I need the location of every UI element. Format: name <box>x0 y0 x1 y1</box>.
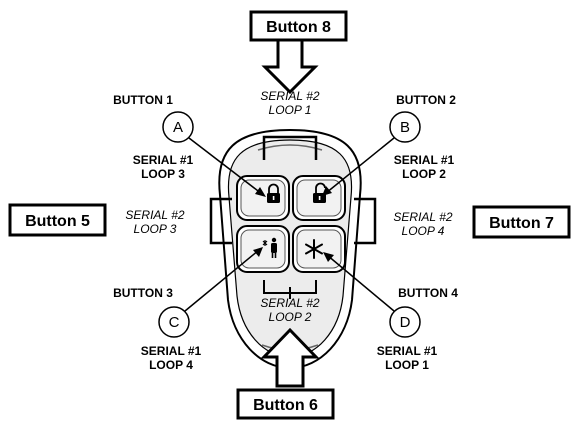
leader-line-b <box>322 137 395 196</box>
button-3-serial: SERIAL #1 <box>141 344 202 358</box>
leader-line-d <box>323 252 395 312</box>
callout-letter-a: A <box>173 119 183 136</box>
button-3-label: BUTTON 3 <box>113 286 173 300</box>
button-4-loop: LOOP 1 <box>385 358 429 372</box>
remote-button-1 <box>236 175 290 221</box>
callout-circle-d <box>389 306 421 338</box>
label-box-button-6 <box>236 388 335 420</box>
remote-button-3 <box>236 225 290 273</box>
label-box-button-7 <box>472 205 571 239</box>
button-4-label: BUTTON 4 <box>398 286 458 300</box>
left-serial-label: SERIAL #2 <box>125 208 184 222</box>
button-3-loop: LOOP 4 <box>149 358 193 372</box>
button-2-label: BUTTON 2 <box>396 93 456 107</box>
right-bracket <box>354 197 377 245</box>
left-loop-label: LOOP 3 <box>134 222 177 236</box>
arrow-up-icon <box>260 327 320 388</box>
button-2-serial: SERIAL #1 <box>394 153 455 167</box>
top-bracket <box>262 135 318 160</box>
callout-letter-b: B <box>400 119 410 136</box>
right-loop-label: LOOP 4 <box>402 224 445 238</box>
trunk-release-icon <box>262 237 277 258</box>
button-4-serial: SERIAL #1 <box>377 344 438 358</box>
label-box-button-8 <box>249 10 348 42</box>
button-1-label: BUTTON 1 <box>113 93 173 107</box>
bottom-loop-label: LOOP 2 <box>269 310 312 324</box>
asterisk-icon <box>305 239 323 259</box>
right-serial-label: SERIAL #2 <box>393 210 452 224</box>
leader-line-a <box>188 137 266 197</box>
callout-circle-b <box>389 111 421 143</box>
button-1-serial: SERIAL #1 <box>133 153 194 167</box>
label-button-7: Button 7 <box>489 215 554 232</box>
left-bracket <box>209 197 232 245</box>
label-box-button-5 <box>8 203 107 237</box>
callout-circle-a <box>162 111 194 143</box>
label-button-5: Button 5 <box>25 213 90 230</box>
callout-circle-c <box>158 306 190 338</box>
lock-icon <box>267 183 280 203</box>
button-2-loop: LOOP 2 <box>402 167 446 181</box>
label-button-8: Button 8 <box>266 19 331 36</box>
arrow-down-icon <box>261 38 319 95</box>
bottom-serial-label: SERIAL #2 <box>260 296 319 310</box>
top-loop-label: LOOP 1 <box>269 103 312 117</box>
label-button-6: Button 6 <box>253 397 318 414</box>
top-serial-label: SERIAL #2 <box>260 89 319 103</box>
callout-letter-c: C <box>169 314 180 331</box>
callout-letter-d: D <box>400 314 411 331</box>
leader-line-c <box>184 247 263 312</box>
remote-button-4 <box>292 225 346 273</box>
button-1-loop: LOOP 3 <box>141 167 185 181</box>
